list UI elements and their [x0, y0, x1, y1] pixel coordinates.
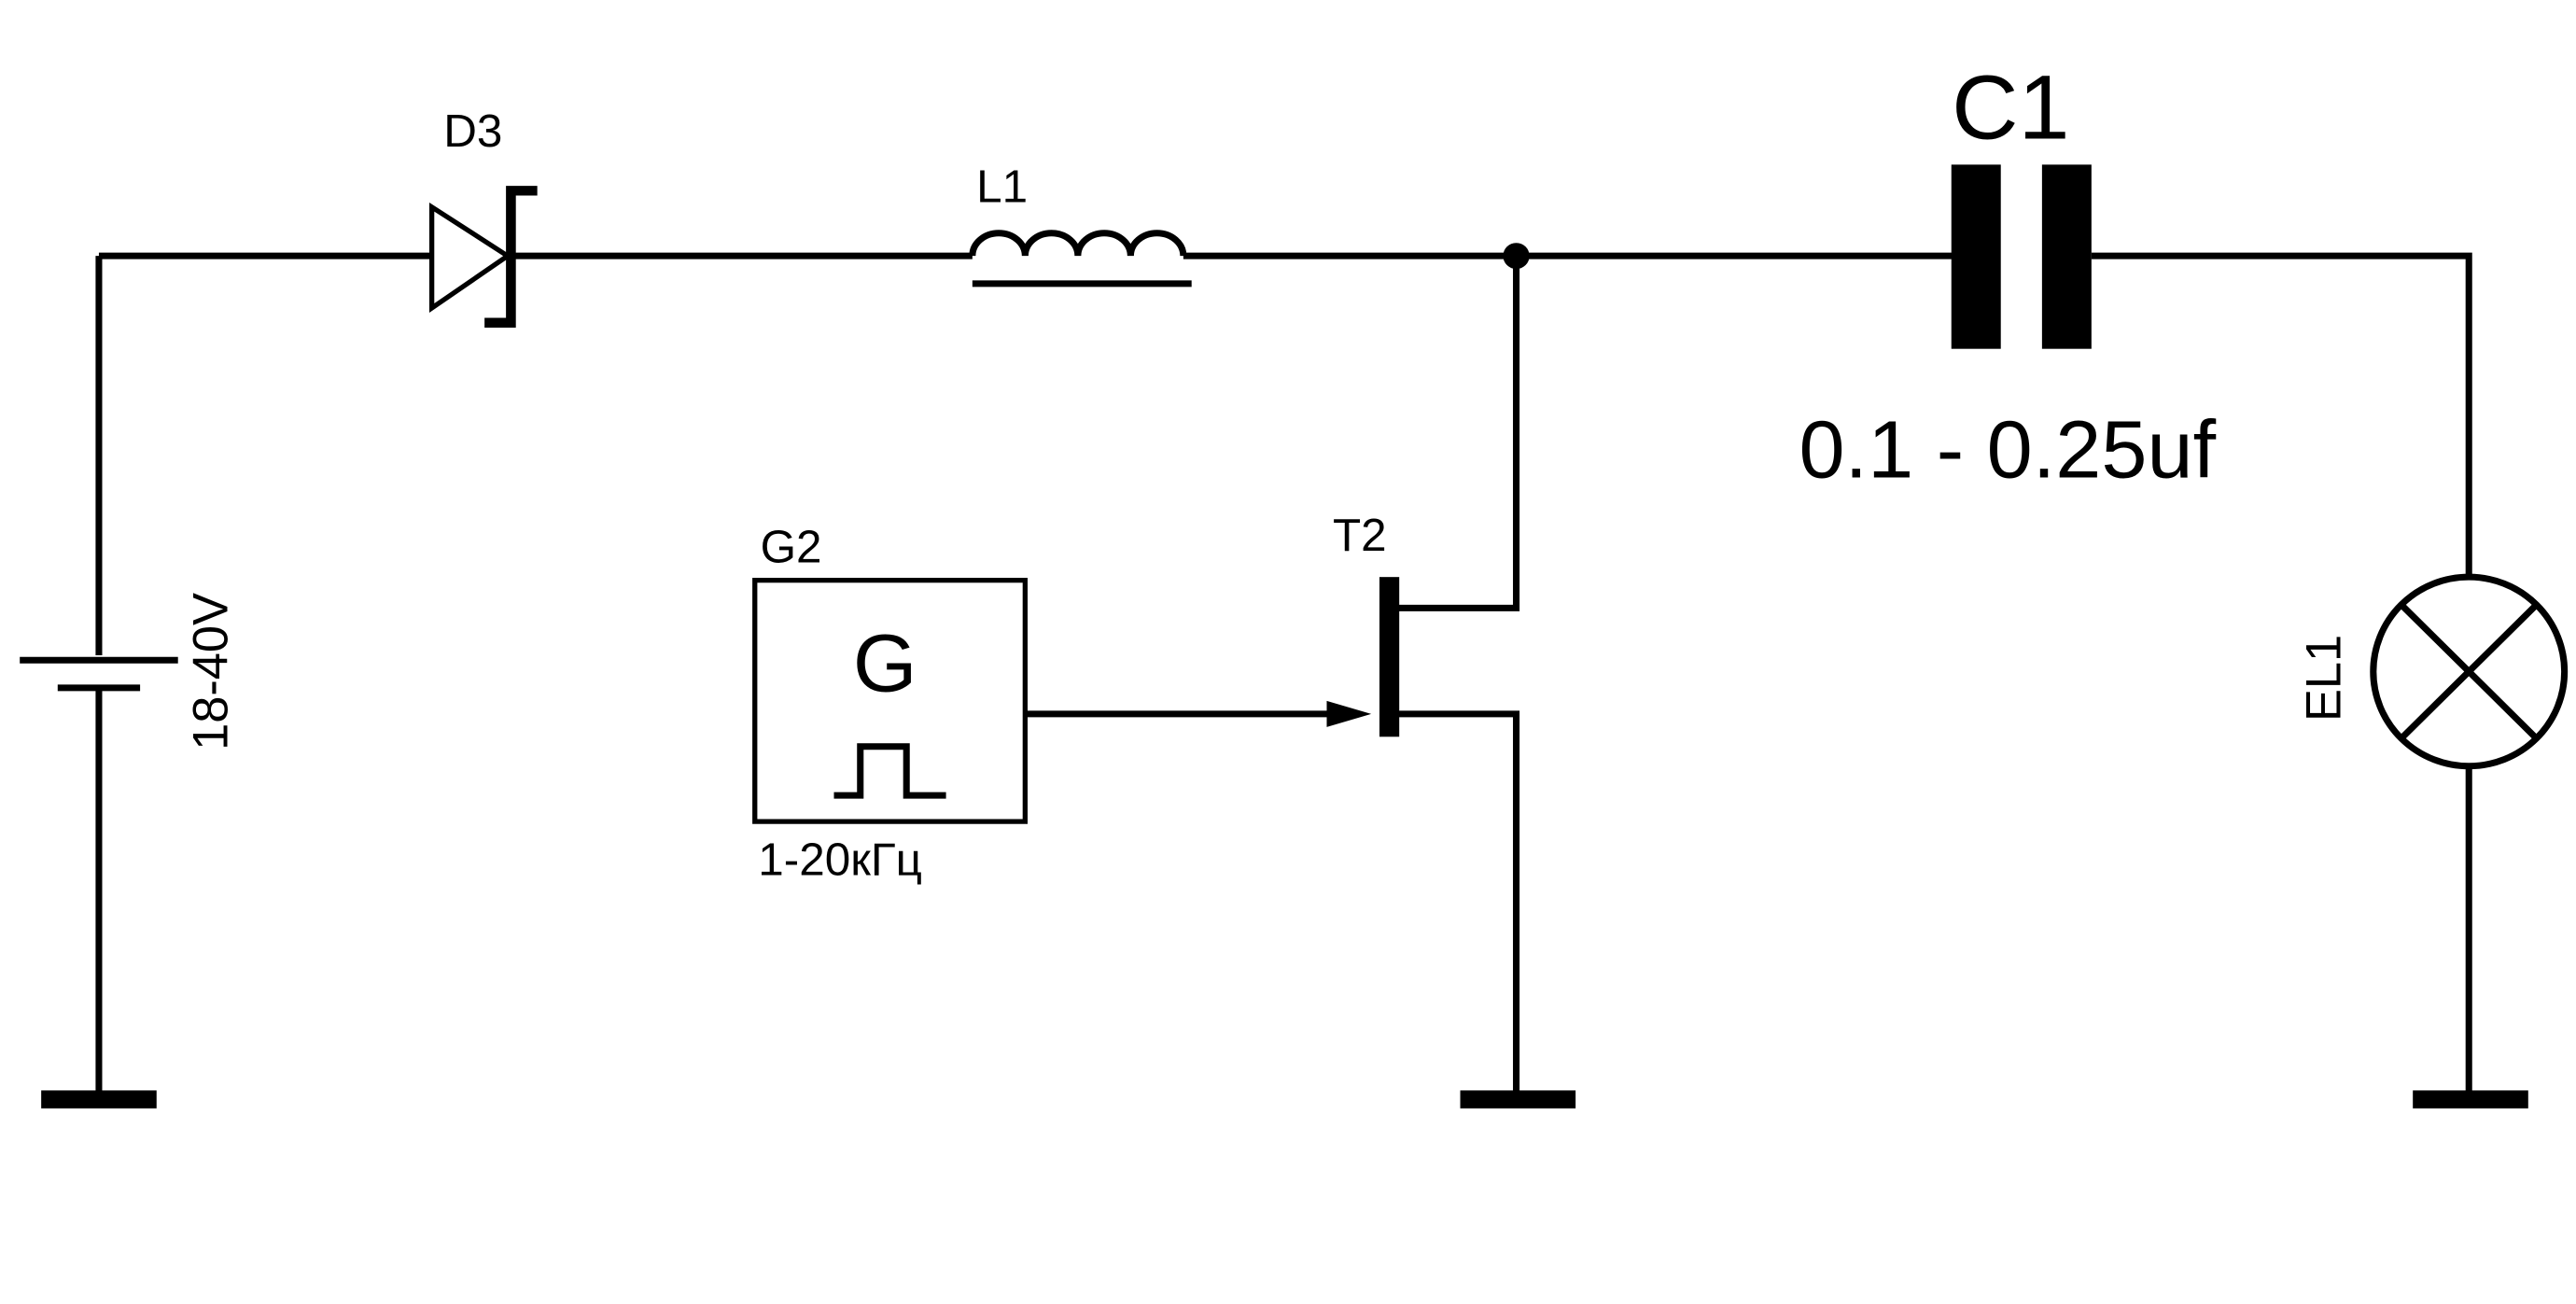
generator-frequency: 1-20кГц	[758, 834, 922, 886]
inductor-designator: L1	[976, 161, 1028, 213]
capacitor-value: 0.1 - 0.25uf	[1799, 404, 2216, 495]
battery-voltage-label: 18-40V	[183, 593, 238, 750]
generator-box	[752, 578, 1028, 824]
generator-designator: G2	[761, 522, 822, 573]
wire-capacitor-to-lamp	[2091, 252, 2472, 578]
ground-left	[41, 1090, 157, 1109]
wire-node-to-collector	[1397, 256, 1520, 611]
transistor-base-bar	[1379, 577, 1400, 737]
generator-g2: G G2 1-20кГц	[752, 522, 1372, 886]
generator-symbol: G	[853, 618, 917, 708]
diode-triangle	[429, 202, 512, 314]
lamp-cross-b	[2399, 602, 2540, 741]
ground-middle	[1460, 1090, 1576, 1109]
lamp-el1: EL1	[2296, 573, 2569, 1109]
capacitor-plate-left	[1951, 164, 2001, 349]
capacitor-c1: C1 0.1 - 0.25uf	[1799, 56, 2216, 496]
pulse-waveform-icon	[833, 743, 946, 799]
base-arrow-icon	[1326, 700, 1372, 727]
capacitor-designator: C1	[1952, 56, 2069, 158]
battery-branch: 18-40V	[20, 256, 239, 1109]
capacitor-plate-right	[2041, 164, 2092, 349]
diode-designator: D3	[443, 105, 502, 157]
wire-emitter-to-ground	[1397, 710, 1520, 1099]
transistor-designator: T2	[1333, 510, 1387, 561]
lamp-designator: EL1	[2296, 635, 2351, 722]
zener-diode-d3: D3	[429, 105, 538, 328]
ground-right	[2413, 1090, 2528, 1109]
transistor-t2: T2	[1333, 256, 1576, 1109]
inductor-l1: L1	[969, 161, 1192, 287]
inductor-coil	[969, 230, 1187, 257]
